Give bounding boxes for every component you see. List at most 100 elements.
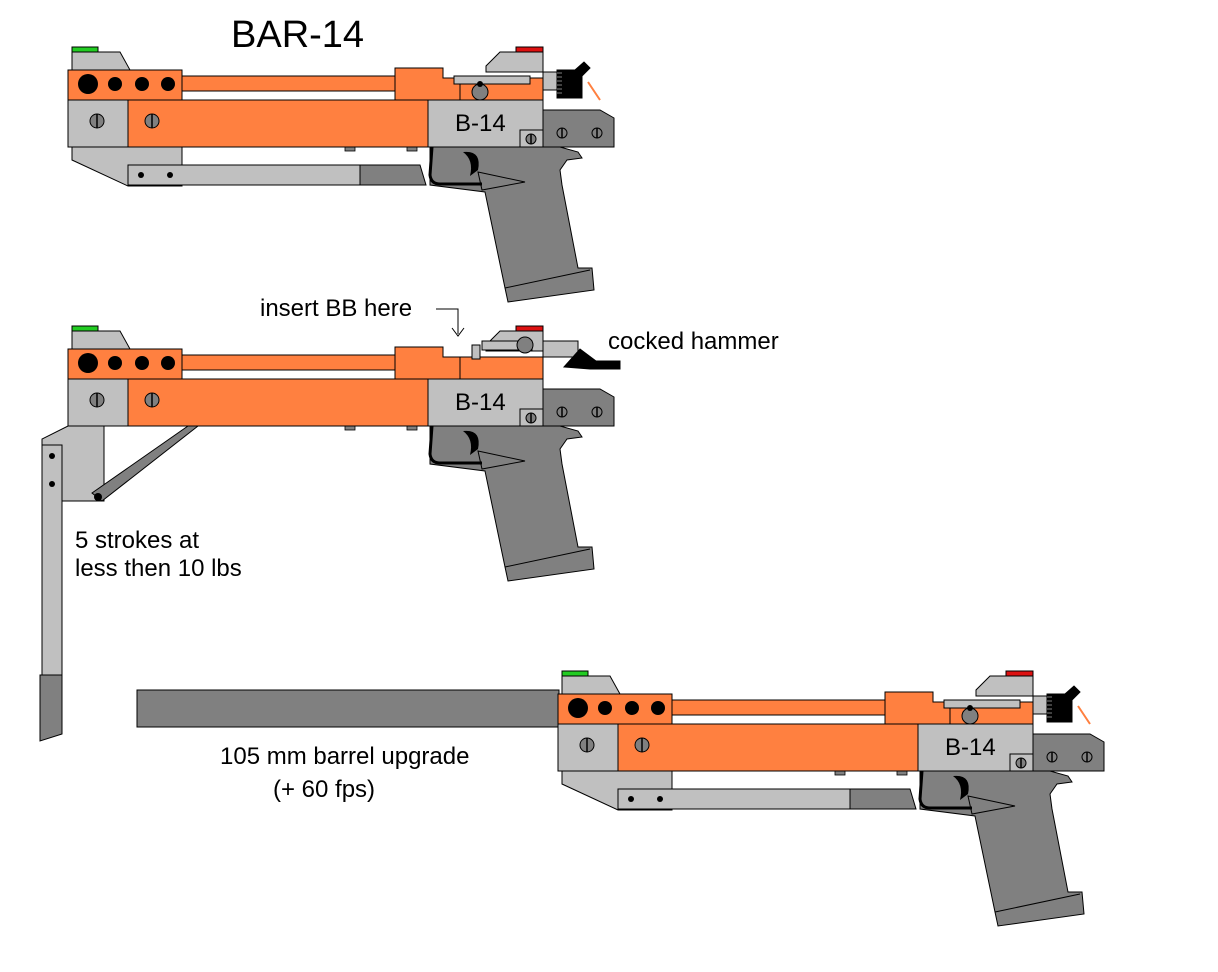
trigger: [463, 430, 479, 455]
stock-rivet: [49, 453, 55, 459]
bolt-slide: [453, 75, 531, 85]
magazine-base-line: [994, 893, 1081, 913]
bolt-knob: [516, 336, 534, 354]
lower-body: [127, 378, 429, 427]
frame-marking: B-14: [455, 389, 506, 416]
port-hole: [135, 77, 149, 91]
port-hole: [108, 77, 122, 91]
front-sight: [71, 330, 131, 350]
barrel-tube: [181, 354, 396, 371]
front-sight-dot: [561, 670, 589, 677]
rod-rivet: [138, 172, 144, 178]
port-hole: [108, 356, 122, 370]
hammer-housing: [542, 340, 579, 358]
rod-rivet: [628, 796, 634, 802]
loading-gate: [471, 344, 481, 360]
breech-block: [884, 691, 951, 725]
pistol-grip: [429, 425, 595, 582]
bolt-pin: [967, 705, 973, 711]
lower-body: [617, 723, 919, 772]
receiver-screw: [525, 133, 537, 145]
breech-block: [394, 346, 461, 380]
magazine-base-line: [504, 548, 591, 568]
rear-sight-dot: [515, 46, 544, 53]
rear-sight-dot: [515, 325, 544, 332]
rear-block-screw: [1081, 751, 1093, 763]
pump-lever: [91, 425, 200, 502]
port-hole: [651, 701, 665, 715]
diagram-title: BAR-14: [231, 14, 365, 56]
body-screw: [634, 737, 650, 753]
rear-receiver: [459, 356, 544, 380]
front-sight: [71, 51, 131, 71]
trigger-spur: [477, 450, 526, 470]
port-hole: [78, 74, 98, 94]
body-screw: [144, 392, 160, 408]
port-hole: [625, 701, 639, 715]
stock-foot: [39, 674, 63, 742]
barrel-upgrade-label: 105 mm barrel upgrade: [220, 743, 470, 770]
front-block-screw: [89, 113, 105, 129]
cocked-hammer-label: cocked hammer: [608, 328, 779, 355]
trigger: [463, 151, 479, 176]
barrel-tube: [181, 75, 396, 92]
insert-bb-arrow: [436, 308, 465, 337]
bolt-slide: [943, 699, 1021, 709]
hammer: [556, 61, 591, 99]
front-sight-dot: [71, 46, 99, 53]
folded-stock-rod: [617, 788, 851, 810]
rear-frame-block: [542, 388, 615, 427]
frame-stud: [344, 146, 356, 152]
pistol-drawing-barrel-upgrade: B-14: [136, 670, 1105, 927]
magazine-base-line: [504, 269, 591, 289]
stock-rivet: [49, 481, 55, 487]
rear-frame-block: [1032, 733, 1105, 772]
hammer-housing: [1032, 695, 1048, 715]
folded-stock-rod: [127, 164, 361, 186]
rear-sight: [485, 51, 544, 73]
rear-block-screw: [1046, 751, 1058, 763]
port-hole: [598, 701, 612, 715]
frame-marking: B-14: [455, 110, 506, 137]
port-hole: [161, 77, 175, 91]
rear-block-screw: [591, 127, 603, 139]
rear-sight: [975, 675, 1034, 697]
frame-stud: [406, 146, 418, 152]
lower-body: [127, 99, 429, 148]
rear-sight-dot: [1005, 670, 1034, 677]
insert-bb-label: insert BB here: [260, 295, 413, 322]
port-hole: [161, 356, 175, 370]
port-hole: [135, 356, 149, 370]
port-hole: [78, 353, 98, 373]
pistol-grip: [919, 770, 1085, 927]
frame-marking: B-14: [945, 734, 996, 761]
frame-stud: [834, 770, 846, 776]
rear-block-screw: [556, 406, 568, 418]
hammer: [1046, 685, 1081, 723]
pump-strokes-line-2: less then 10 lbs: [75, 554, 242, 582]
stock-butt-pad: [849, 788, 917, 810]
fps-gain-label: (+ 60 fps): [273, 776, 376, 803]
trigger-spur: [477, 171, 526, 191]
receiver-screw: [525, 412, 537, 424]
bolt-pin: [477, 81, 483, 87]
receiver-screw: [1015, 757, 1027, 769]
rod-rivet: [167, 172, 173, 178]
body-screw: [144, 113, 160, 129]
trigger-guard: [918, 770, 972, 810]
trigger-guard: [428, 146, 482, 186]
trigger-spur: [967, 795, 1016, 815]
rear-frame-block: [542, 109, 615, 148]
pistol-drawing-standard: B-14: [67, 46, 615, 303]
rear-block-screw: [556, 127, 568, 139]
rear-block-screw: [591, 406, 603, 418]
pistol-drawing-pumping: B-14: [39, 325, 621, 742]
barrel-extension: [136, 689, 560, 728]
frame-stud: [406, 425, 418, 431]
trigger-guard: [428, 425, 482, 465]
rod-rivet: [657, 796, 663, 802]
port-hole: [568, 698, 588, 718]
hammer-spring: [587, 81, 601, 101]
front-block-screw: [579, 737, 595, 753]
front-sight: [561, 675, 621, 695]
